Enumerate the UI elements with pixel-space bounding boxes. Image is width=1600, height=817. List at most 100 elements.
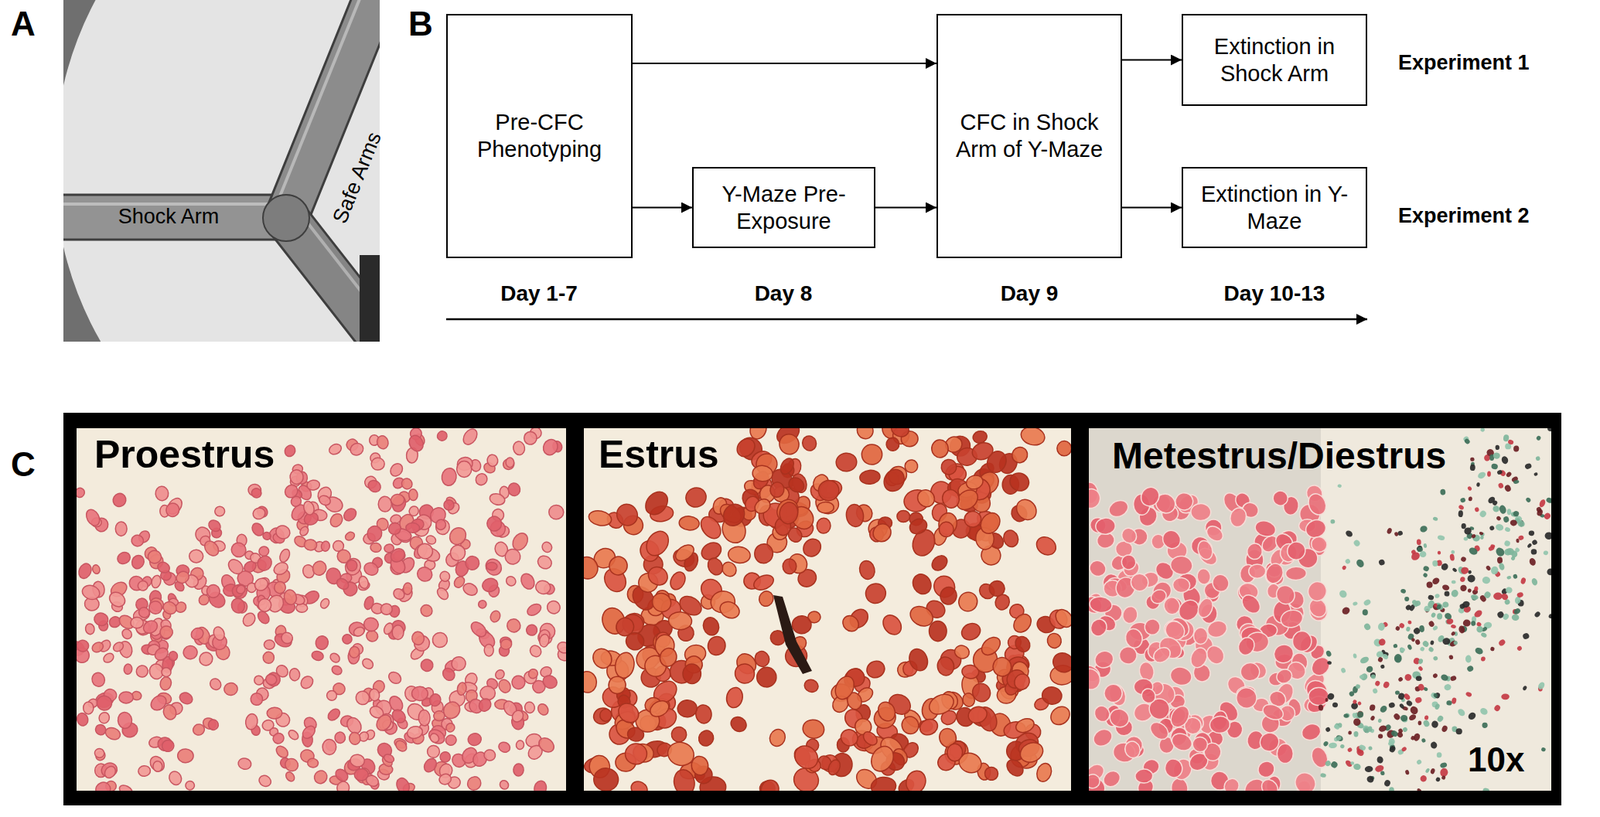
cell xyxy=(352,625,366,638)
cell xyxy=(1409,550,1422,563)
cell xyxy=(486,562,498,570)
cell xyxy=(599,708,613,723)
cell xyxy=(696,513,725,543)
cell xyxy=(314,634,331,652)
cell xyxy=(1403,672,1413,683)
cell xyxy=(262,651,274,664)
cell xyxy=(204,583,222,601)
cell xyxy=(117,784,134,792)
cell xyxy=(111,641,125,655)
cell xyxy=(334,731,346,744)
cell xyxy=(1479,428,1485,434)
cell xyxy=(346,559,358,572)
cell xyxy=(1404,770,1409,776)
cell xyxy=(902,457,921,476)
cell xyxy=(1505,470,1513,478)
panel-letter: A xyxy=(10,4,36,45)
cell xyxy=(938,456,959,478)
cell xyxy=(1458,625,1466,635)
cell xyxy=(931,440,949,459)
cell xyxy=(947,738,969,761)
cell xyxy=(1531,539,1539,546)
cell xyxy=(229,597,246,615)
cell xyxy=(1442,601,1450,609)
cell xyxy=(1189,733,1211,755)
cell xyxy=(1466,665,1475,673)
cell xyxy=(289,668,301,682)
cell xyxy=(961,692,976,709)
cell xyxy=(1088,486,1104,512)
cell xyxy=(719,500,749,531)
cell xyxy=(1012,495,1041,524)
estrus-cells xyxy=(583,428,1072,792)
cell xyxy=(90,640,106,655)
cell xyxy=(1309,745,1331,771)
cell xyxy=(1271,488,1290,508)
day-label: Day 1-7 xyxy=(500,281,578,307)
cell xyxy=(1468,496,1474,502)
cell xyxy=(1475,624,1485,635)
cell xyxy=(1049,649,1072,677)
cell xyxy=(1323,760,1332,768)
cell xyxy=(648,589,676,616)
cell xyxy=(1392,644,1399,649)
cell xyxy=(1121,605,1140,625)
cell xyxy=(751,464,774,483)
cell xyxy=(1460,498,1467,504)
cell xyxy=(1368,704,1376,713)
cell xyxy=(992,592,1013,613)
cell xyxy=(283,756,301,774)
cell xyxy=(1422,543,1427,549)
cell xyxy=(390,494,406,508)
cell xyxy=(1397,676,1404,683)
cell xyxy=(394,776,412,792)
cell xyxy=(1172,577,1191,594)
cell xyxy=(917,716,941,739)
cell xyxy=(1478,509,1488,519)
cell xyxy=(1235,634,1258,659)
cell xyxy=(184,780,196,792)
cell xyxy=(1397,728,1404,735)
cell xyxy=(1106,497,1132,520)
cell xyxy=(1500,592,1510,602)
cell xyxy=(120,627,134,642)
cell xyxy=(110,491,129,509)
cell xyxy=(1100,767,1123,791)
cell xyxy=(1333,723,1341,731)
cell xyxy=(415,565,435,585)
cell xyxy=(1245,542,1264,561)
cell xyxy=(1260,702,1286,724)
cell xyxy=(758,777,782,792)
cell xyxy=(428,732,441,745)
cell xyxy=(443,499,455,511)
cell xyxy=(507,482,521,497)
cell xyxy=(484,644,494,657)
cell xyxy=(488,609,502,625)
cell xyxy=(476,696,494,714)
cell xyxy=(1536,681,1546,691)
cell xyxy=(106,589,128,610)
cell xyxy=(1500,455,1509,465)
cell xyxy=(1088,666,1103,693)
cell xyxy=(1308,654,1334,679)
cell xyxy=(757,589,775,608)
cell xyxy=(263,640,275,651)
cell xyxy=(700,615,721,638)
cell xyxy=(481,576,500,594)
day-label: Day 8 xyxy=(754,281,813,307)
cell xyxy=(130,534,145,548)
cell xyxy=(1405,603,1413,611)
cell xyxy=(1511,550,1518,558)
cell xyxy=(411,686,428,702)
cell xyxy=(1210,572,1232,595)
cell xyxy=(1359,672,1369,683)
cell xyxy=(1405,699,1413,708)
cell xyxy=(1347,730,1352,736)
cell xyxy=(1308,534,1330,555)
box-text: Pre-CFC Phenotyping xyxy=(455,109,624,164)
cell xyxy=(1101,682,1125,707)
cell xyxy=(439,750,452,764)
cell xyxy=(1371,688,1379,695)
cell xyxy=(228,540,249,560)
cell xyxy=(300,723,318,741)
